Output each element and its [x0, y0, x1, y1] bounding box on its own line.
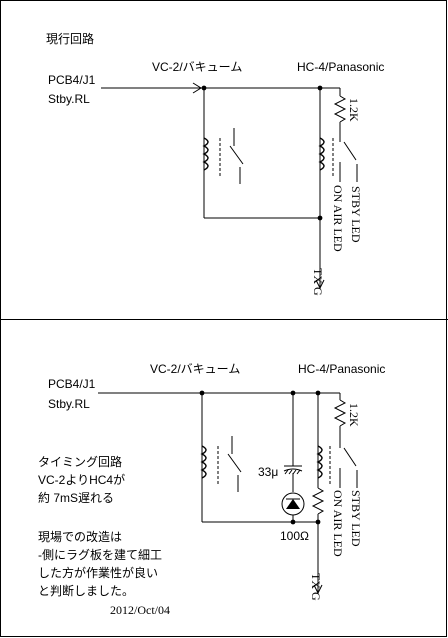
top-input-label-1: PCB4/J1: [48, 73, 96, 87]
top-txg-arrow: [315, 279, 325, 290]
bottom-vc2-coil: [200, 445, 207, 479]
bottom-remark-line-1: 現場での改造は: [38, 530, 122, 544]
bottom-input-label-1: PCB4/J1: [48, 377, 96, 391]
bottom-vc2-contact-blade: [227, 453, 242, 473]
bottom-diode-triangle: [286, 499, 300, 509]
bottom-input-label-2: Stby.RL: [48, 397, 90, 411]
bottom-cap-hatch: [284, 469, 301, 475]
top-txg-label: TX G: [311, 268, 325, 296]
bottom-stby-contact-blade: [343, 447, 357, 467]
bottom-cap-label: 33μ: [258, 465, 278, 479]
top-on-air-label: ON AIR LED: [331, 185, 345, 252]
bottom-txg-label: TX G: [309, 573, 323, 601]
bottom-junction-diode: [290, 519, 296, 525]
bottom-remark-line-2: -側にラグ板を建て細工: [38, 548, 162, 562]
top-stby-contact-blade: [343, 141, 357, 161]
bottom-txg-arrow: [313, 584, 323, 595]
top-resistor: [333, 95, 347, 123]
top-panel: 現行回路 PCB4/J1 Stby.RL VC-2/バキューム HC-4/Pan…: [46, 31, 384, 296]
bottom-remark-line-4: と判断しました。: [38, 583, 134, 598]
top-vc2-contact-blade: [229, 145, 244, 165]
bottom-note-line-3: 約 7mS遅れる: [38, 490, 114, 505]
top-stby-led-label: STBY LED: [349, 186, 363, 243]
bottom-note-line-2: VC-2よりHC4が: [38, 472, 125, 487]
bottom-hc4-coil: [316, 445, 323, 479]
top-vc2-coil: [202, 137, 209, 171]
bottom-panel: PCB4/J1 Stby.RL VC-2/バキューム HC-4/Panasoni…: [38, 362, 385, 617]
bottom-hc4-label: HC-4/Panasonic: [298, 362, 385, 376]
top-vc2-label: VC-2/バキューム: [152, 60, 242, 74]
bottom-note-line-1: タイミング回路: [38, 454, 122, 469]
top-hc4-coil: [318, 137, 325, 171]
top-input-arrow: [192, 82, 202, 94]
top-heading: 現行回路: [46, 31, 94, 46]
bottom-stby-led-label: STBY LED: [349, 490, 363, 547]
bottom-on-air-label: ON AIR LED: [331, 490, 345, 557]
bottom-100ohm-resistor: [311, 487, 325, 515]
top-resistor-label: 1.2K: [347, 98, 361, 122]
bottom-junction-return: [315, 519, 321, 525]
bottom-cap-plate-bottom: [283, 468, 303, 472]
bottom-remark-line-3: した方が作業性が良い: [38, 565, 158, 580]
bottom-resistor: [333, 399, 347, 427]
top-hc4-label: HC-4/Panasonic: [297, 60, 384, 74]
bottom-vc2-label: VC-2/バキューム: [150, 362, 240, 376]
bottom-resistor-label: 1.2K: [347, 403, 361, 427]
bottom-100ohm-label: 100Ω: [280, 529, 309, 543]
top-junction-return: [317, 215, 323, 221]
top-input-label-2: Stby.RL: [48, 92, 90, 106]
bottom-date: 2012/Oct/04: [110, 603, 170, 617]
